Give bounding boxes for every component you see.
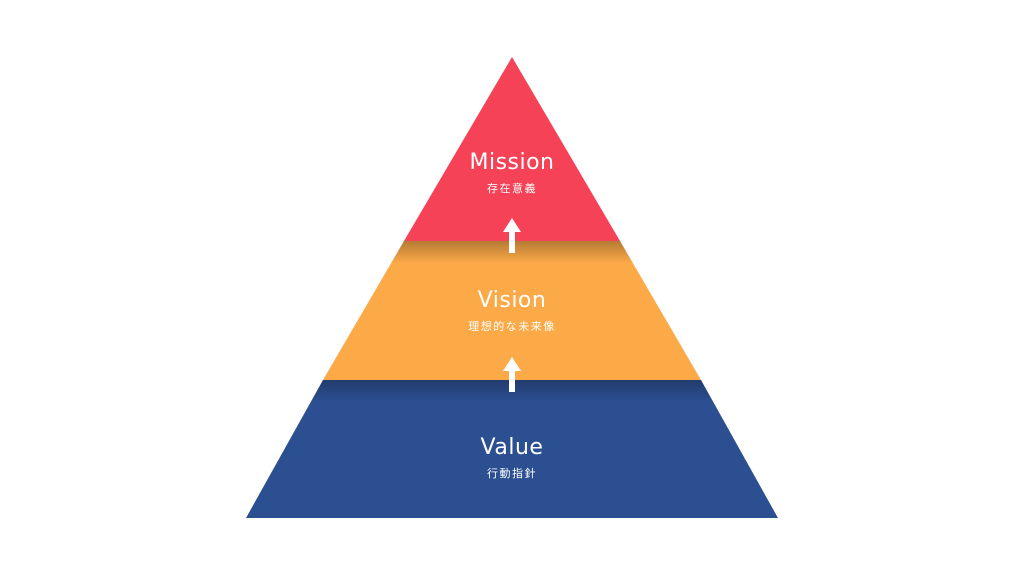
arrow-up-icon (503, 218, 521, 253)
pyramid-level-mission (404, 57, 620, 241)
value-title: Value (480, 435, 544, 460)
arrow-up-icon (503, 357, 521, 392)
vision-subtitle: 理想的な未来像 (468, 320, 556, 333)
mission-subtitle: 存在意義 (487, 182, 537, 195)
value-subtitle: 行動指針 (487, 467, 537, 480)
pyramid-level-vision (323, 241, 701, 380)
mission-title: Mission (469, 150, 555, 175)
vision-title: Vision (477, 288, 547, 313)
pyramid-level-value (246, 380, 778, 518)
